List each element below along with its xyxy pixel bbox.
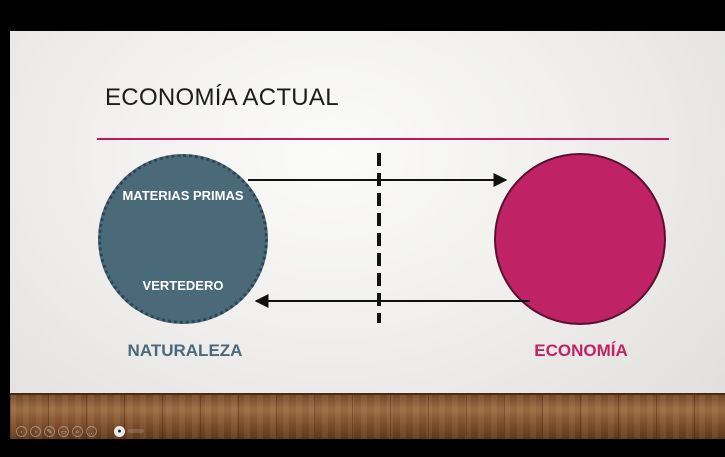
wood-floor [10,393,725,439]
landfill-text: VERTEDERO [142,278,224,293]
camera-options[interactable] [128,429,144,433]
nature-circle [98,154,268,324]
presenter-controls: ‹ › ✎ ▭ ⌕ … ● [16,424,144,438]
slide: ECONOMÍA ACTUAL MATERIAS PRIMAS VERTEDER… [10,31,725,439]
slides-icon[interactable]: ▭ [58,425,69,437]
nature-label: NATURALEZA [127,341,243,360]
camera-icon[interactable]: ● [114,425,125,437]
floor-edge [10,393,725,395]
next-icon[interactable]: › [30,425,41,437]
zoom-icon[interactable]: ⌕ [72,425,83,437]
title-divider [97,138,669,140]
pen-icon[interactable]: ✎ [44,425,55,437]
economy-circle [494,153,666,325]
economy-label: ECONOMÍA [534,341,628,360]
raw-materials-text: MATERIAS PRIMAS [122,188,244,203]
slide-title: ECONOMÍA ACTUAL [105,84,339,111]
previous-icon[interactable]: ‹ [16,425,27,437]
flow-diagram [248,153,530,323]
more-icon[interactable]: … [86,425,97,437]
